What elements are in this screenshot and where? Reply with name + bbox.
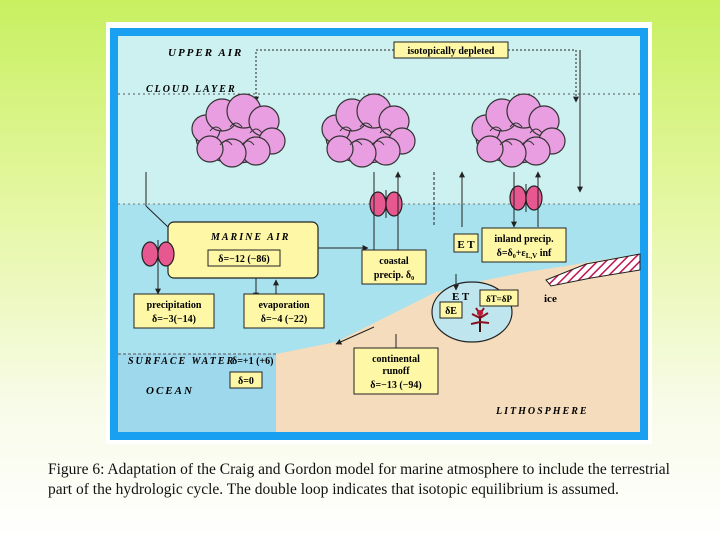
figure-caption: Figure 6: Adaptation of the Craig and Go… [48, 461, 670, 498]
equilibrium-loop-left [141, 239, 175, 269]
ocean-delta-box [229, 371, 263, 389]
lithosphere-label: LITHOSPHERE [495, 406, 589, 417]
et-left-label: E T [457, 239, 475, 251]
inland-precip-formula: δ=δ₀+εL,V inf [497, 248, 552, 260]
ocean-delta: δ=0 [238, 376, 254, 387]
marine-air-delta-box [207, 249, 281, 267]
ice-label: ice [544, 293, 557, 305]
precipitation-box [133, 293, 215, 329]
et-lake-label: E T [452, 291, 470, 303]
evaporation-delta: δ=−4 (−22) [261, 314, 307, 325]
coastal-precip-box [361, 249, 427, 285]
delta-e-label: δE [445, 306, 457, 317]
cloud-layer-label: CLOUD LAYER [146, 84, 237, 95]
precipitation-delta: δ=−3(−14) [152, 314, 196, 325]
continental-runoff-box [353, 347, 439, 395]
inland-precip-box [481, 227, 567, 263]
marine-air-label: MARINE AIR [210, 232, 290, 243]
plant-icon [470, 307, 490, 332]
coastal-precip-label: coastal [379, 256, 409, 267]
isotopically-depleted-label: isotopically depleted [408, 46, 495, 57]
surface-water-delta: δ=+1 (+6) [232, 356, 273, 367]
delta-tp-label: δT=δP [486, 294, 512, 304]
precipitation-label: precipitation [147, 300, 202, 311]
marine-air-delta: δ=−12 (−86) [218, 254, 269, 265]
delta-e-box [439, 301, 463, 319]
continental-runoff-delta: δ=−13 (−94) [370, 380, 421, 391]
craig-gordon-diagram: UPPER AIR CLOUD LAYER isotopically deple… [110, 28, 648, 440]
delta-tp-box [479, 289, 519, 307]
upper-air-label: UPPER AIR [168, 47, 243, 59]
equilibrium-loop-middle [369, 189, 403, 219]
inland-precip-label: inland precip. [494, 234, 554, 245]
et-left-box [453, 233, 479, 253]
surface-water-label: SURFACE WATER [128, 356, 235, 367]
evaporation-label: evaporation [258, 300, 310, 311]
equilibrium-loop-right [509, 183, 543, 213]
figure-frame: UPPER AIR CLOUD LAYER isotopically deple… [106, 22, 652, 444]
ice-sheet [545, 253, 641, 287]
evaporation-box [243, 293, 325, 329]
continental-runoff-label: continental [372, 354, 420, 365]
continental-runoff-label-2: runoff [382, 366, 410, 377]
coastal-precip-label-2: precip. δ₀ [374, 270, 414, 281]
ocean-label: OCEAN [146, 385, 194, 397]
